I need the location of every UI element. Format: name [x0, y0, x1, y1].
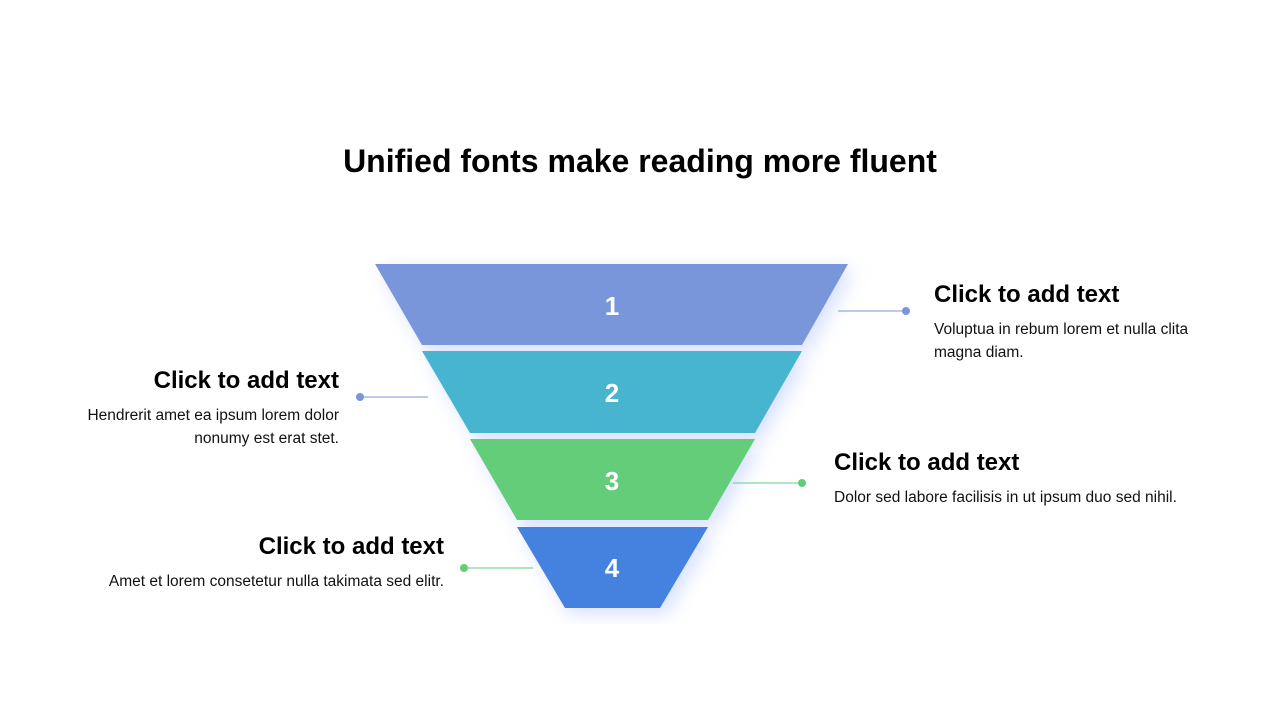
callout-2: Click to add text Hendrerit amet ea ipsu… [60, 366, 339, 450]
callout-3: Click to add text Dolor sed labore facil… [834, 448, 1254, 509]
callout-3-heading[interactable]: Click to add text [834, 449, 1020, 476]
callout-2-heading[interactable]: Click to add text [153, 367, 339, 394]
callout-4-body[interactable]: Amet et lorem consetetur nulla takimata … [108, 573, 444, 590]
funnel-segment-2[interactable] [422, 351, 802, 433]
callout-4: Click to add text Amet et lorem consetet… [60, 532, 444, 593]
callout-3-body[interactable]: Dolor sed labore facilisis in ut ipsum d… [834, 489, 1177, 506]
connector-dot-3 [798, 479, 806, 487]
callout-1-heading[interactable]: Click to add text [934, 281, 1120, 308]
funnel-number-4: 4 [605, 553, 620, 583]
connector-dot-4 [460, 564, 468, 572]
funnel-level-4[interactable]: 4 [517, 527, 708, 608]
connector-dot-2 [356, 393, 364, 401]
callout-4-heading[interactable]: Click to add text [258, 533, 444, 560]
funnel-number-2: 2 [605, 378, 619, 408]
connector-dot-1 [902, 307, 910, 315]
funnel-level-1[interactable]: 1 [375, 264, 848, 345]
funnel-level-3[interactable]: 3 [470, 439, 755, 520]
funnel-number-3: 3 [605, 466, 619, 496]
funnel-segment-1[interactable] [375, 264, 848, 345]
funnel-number-1: 1 [605, 291, 619, 321]
callout-1-body[interactable]: Voluptua in rebum lorem et nulla clita m… [934, 321, 1189, 361]
connector-4 [460, 564, 533, 572]
funnel-segment-4[interactable] [517, 527, 708, 608]
funnel-segment-3[interactable] [470, 439, 755, 520]
funnel-level-2[interactable]: 2 [422, 351, 802, 433]
callout-1: Click to add text Voluptua in rebum lore… [934, 280, 1234, 364]
callout-2-body[interactable]: Hendrerit amet ea ipsum lorem dolor nonu… [87, 407, 339, 447]
slide-title[interactable]: Unified fonts make reading more fluent [343, 143, 937, 179]
connector-3 [733, 479, 806, 487]
connector-2 [356, 393, 428, 401]
connector-1 [838, 307, 910, 315]
